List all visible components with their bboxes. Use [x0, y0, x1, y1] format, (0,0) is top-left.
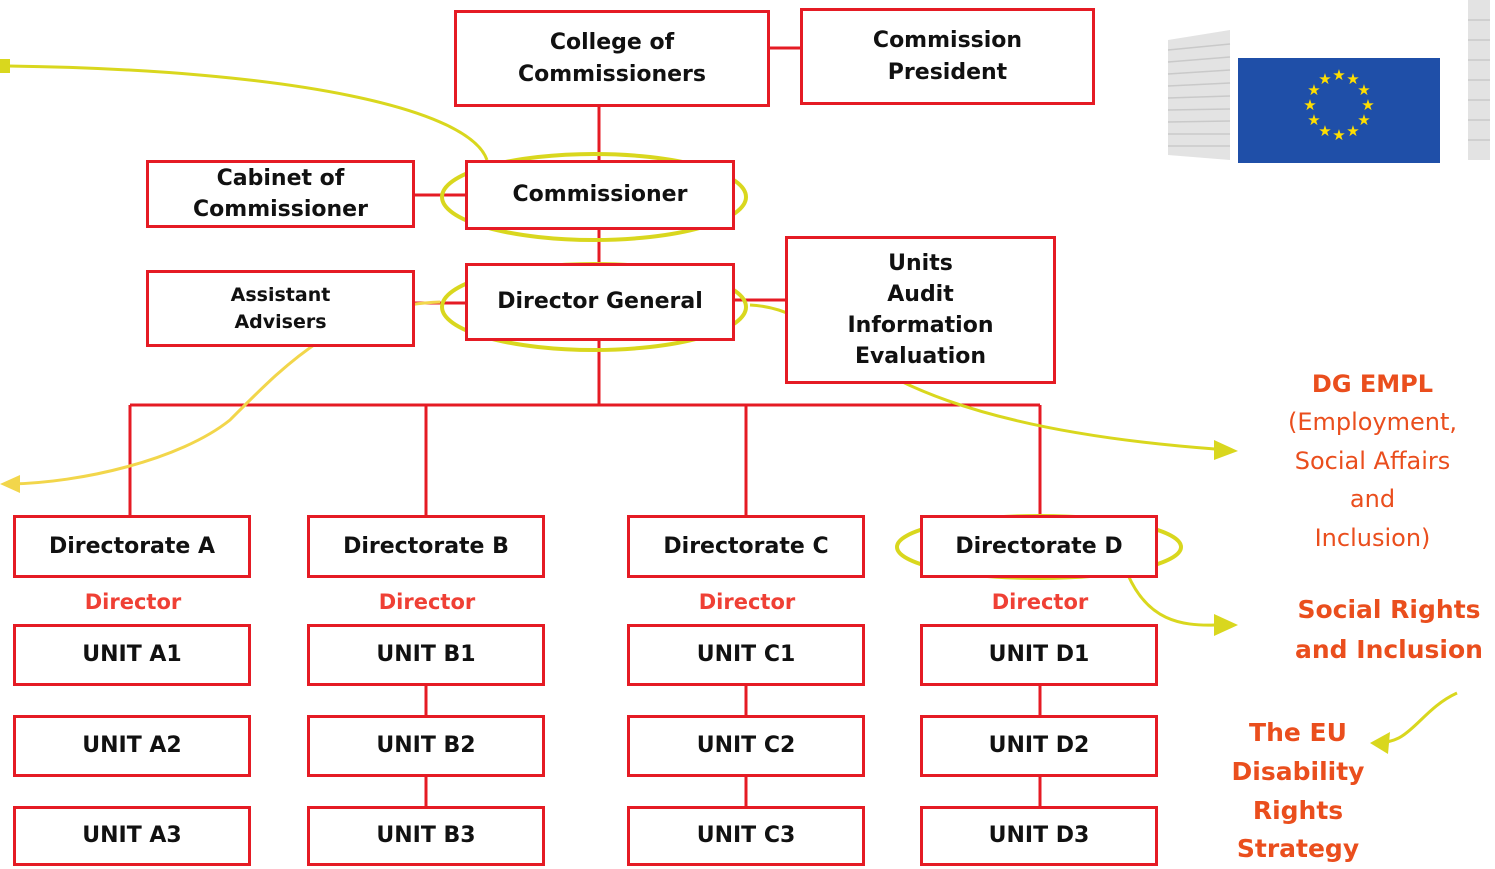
unit-a1-label: UNIT A1	[82, 642, 182, 668]
director-general-box: Director General	[465, 263, 735, 341]
unit-d1-label: UNIT D1	[988, 642, 1090, 668]
unit-b1-label: UNIT B1	[376, 642, 476, 668]
svg-text:★: ★	[1346, 70, 1359, 88]
directorate-a-director: Director	[84, 590, 182, 614]
unit-b3-box: UNIT B3	[307, 806, 545, 866]
commission-president-box: Commission President	[800, 8, 1095, 105]
cabinet-of-commissioner-label: Cabinet of Commissioner	[193, 165, 368, 222]
svg-text:★: ★	[1318, 70, 1331, 88]
directorate-a-box: Directorate A	[13, 515, 251, 578]
directorate-c-director: Director	[698, 590, 796, 614]
svg-text:★: ★	[1318, 122, 1331, 140]
unit-b2-label: UNIT B2	[376, 733, 476, 759]
commissioner-label: Commissioner	[512, 182, 688, 208]
svg-text:★: ★	[1332, 66, 1345, 84]
unit-c3-box: UNIT C3	[627, 806, 865, 866]
cabinet-of-commissioner-box: Cabinet of Commissioner	[146, 160, 415, 228]
college-of-commissioners-box: College of Commissioners	[454, 10, 770, 107]
directorate-d-box: Directorate D	[920, 515, 1158, 578]
directorate-b-box: Directorate B	[307, 515, 545, 578]
highlight-commissioner	[440, 152, 748, 242]
svg-text:★: ★	[1307, 81, 1320, 99]
directorate-c-box: Directorate C	[627, 515, 865, 578]
commission-president-label: Commission President	[872, 28, 1023, 85]
directorate-c-label: Directorate C	[663, 533, 829, 559]
units-audit-information-evaluation-box: Units Audit Information Evaluation	[785, 236, 1056, 384]
svg-text:★: ★	[1303, 96, 1316, 114]
social-rights-annotation: Social Rights and Inclusion	[1295, 595, 1483, 664]
unit-c3-label: UNIT C3	[696, 823, 796, 849]
directorate-b-label: Directorate B	[343, 533, 509, 559]
dg-empl-description: (Employment, Social Affairs and Inclusio…	[1287, 408, 1458, 552]
unit-a1-box: UNIT A1	[13, 624, 251, 686]
dg-empl-title: DG EMPL	[1311, 370, 1434, 398]
college-of-commissioners-label: College of Commissioners	[517, 30, 707, 87]
units-audit-information-evaluation-label: Units Audit Information Evaluation	[847, 250, 994, 370]
directorate-d-label: Directorate D	[955, 533, 1123, 559]
assistant-advisers-label: Assistant Advisers	[230, 283, 331, 333]
svg-text:★: ★	[1307, 111, 1320, 129]
dg-empl-annotation: DG EMPL (Employment, Social Affairs and …	[1250, 365, 1495, 557]
assistant-advisers-box: Assistant Advisers	[146, 270, 415, 347]
unit-d2-box: UNIT D2	[920, 715, 1158, 777]
svg-text:★: ★	[1346, 122, 1359, 140]
unit-c1-label: UNIT C1	[696, 642, 796, 668]
unit-c2-box: UNIT C2	[627, 715, 865, 777]
unit-d3-box: UNIT D3	[920, 806, 1158, 866]
unit-c2-label: UNIT C2	[696, 733, 796, 759]
unit-d3-label: UNIT D3	[988, 823, 1090, 849]
unit-b3-label: UNIT B3	[376, 823, 476, 849]
eu-commission-logo-icon: ★★★ ★★★ ★★★ ★★★	[1167, 0, 1490, 163]
unit-a3-label: UNIT A3	[82, 823, 182, 849]
svg-text:★: ★	[1361, 96, 1374, 114]
svg-text:★: ★	[1357, 81, 1370, 99]
directorate-b-director: Director	[378, 590, 476, 614]
directorate-a-label: Directorate A	[48, 533, 216, 559]
eu-disability-strategy-annotation: The EU Disability Rights Strategy	[1231, 718, 1365, 864]
unit-d1-box: UNIT D1	[920, 624, 1158, 686]
unit-a3-box: UNIT A3	[13, 806, 251, 866]
directorate-d-director: Director	[991, 590, 1089, 614]
unit-a2-box: UNIT A2	[13, 715, 251, 777]
unit-a2-label: UNIT A2	[82, 733, 182, 759]
unit-b1-box: UNIT B1	[307, 624, 545, 686]
svg-text:★: ★	[1357, 111, 1370, 129]
director-general-label: Director General	[497, 289, 703, 315]
commissioner-box: Commissioner	[465, 160, 735, 230]
unit-d2-label: UNIT D2	[988, 733, 1090, 759]
unit-c1-box: UNIT C1	[627, 624, 865, 686]
unit-b2-box: UNIT B2	[307, 715, 545, 777]
svg-text:★: ★	[1332, 126, 1345, 144]
